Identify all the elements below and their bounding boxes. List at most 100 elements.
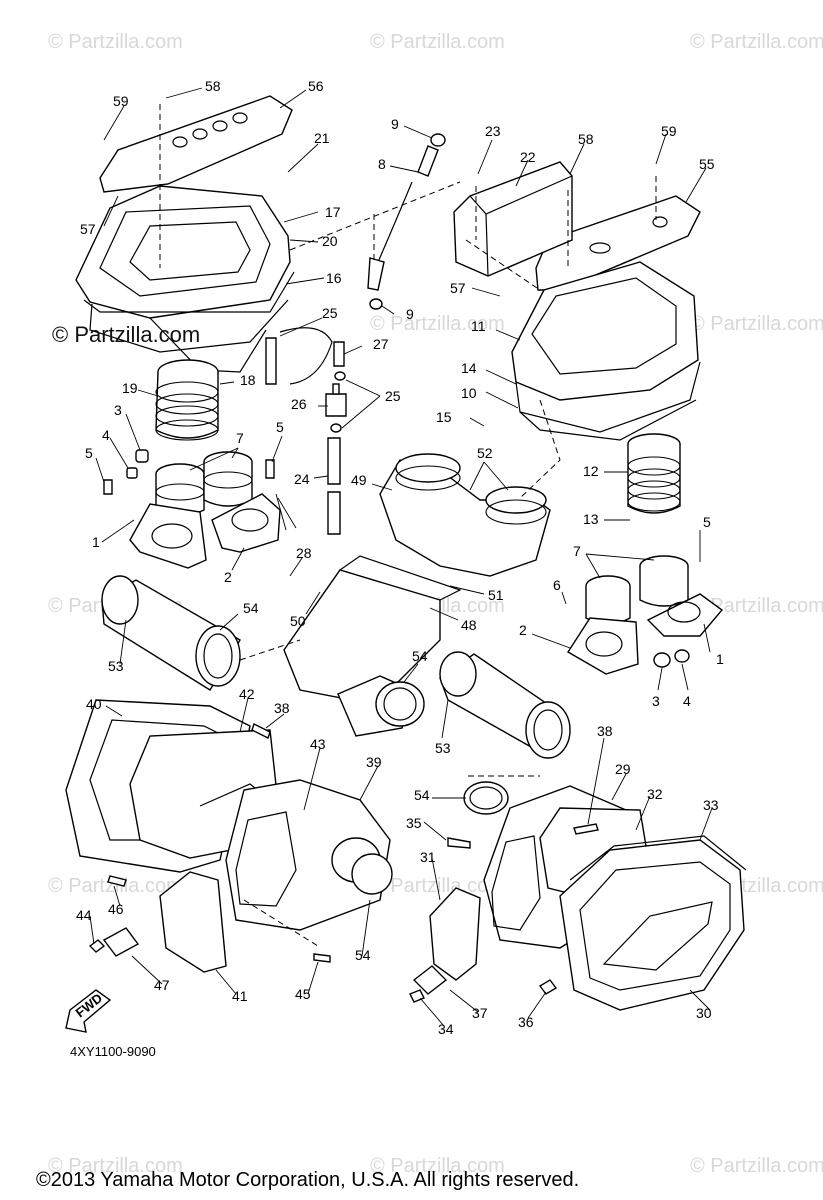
- watermark: © Partzilla.com: [690, 313, 823, 335]
- callout-label: 18: [240, 372, 256, 388]
- callout-label: 57: [80, 221, 96, 237]
- right-bracket-31: [429, 887, 481, 981]
- callout-label: 40: [86, 696, 102, 712]
- callout-label: 5: [703, 514, 711, 530]
- callout-label: 30: [696, 1005, 712, 1021]
- right-intake-boot: [627, 433, 681, 514]
- callout-label: 48: [461, 617, 477, 633]
- callout-label: 2: [519, 622, 527, 638]
- callout-label: 38: [597, 723, 613, 739]
- callout-label: 31: [420, 849, 436, 865]
- callout-label: 2: [224, 569, 232, 585]
- callout-label: 1: [92, 534, 100, 550]
- right-seal-54: [463, 781, 509, 815]
- callout-label: 4: [102, 427, 110, 443]
- watermark: © Partzilla.com: [690, 1155, 823, 1177]
- fwd-arrow-icon: FWD: [65, 989, 112, 1033]
- callout-label: 19: [122, 380, 138, 396]
- callout-label: 25: [385, 388, 401, 404]
- callout-labels: 59 58 56 21 17 20 16 57 9 8 23 22 58 59 …: [76, 78, 724, 1037]
- callout-label: 9: [391, 116, 399, 132]
- left-case-39: [225, 779, 393, 931]
- right-bolts: [409, 823, 599, 1003]
- callout-label: 44: [76, 907, 92, 923]
- partzilla-watermark: © Partzilla.com: [52, 322, 200, 347]
- callout-label: 35: [406, 815, 422, 831]
- callout-label: 51: [488, 587, 504, 603]
- left-manifold-2: [211, 493, 281, 553]
- left-tube-53: [101, 575, 241, 691]
- watermark: © Partzilla.com: [48, 31, 183, 53]
- callout-label: 23: [485, 123, 501, 139]
- callout-label: 3: [652, 693, 660, 709]
- callout-label: 16: [326, 270, 342, 286]
- callout-label: 9: [406, 306, 414, 322]
- copyright-notice: ©2013 Yamaha Motor Corporation, U.S.A. A…: [36, 1169, 579, 1191]
- callout-label: 5: [276, 419, 284, 435]
- callout-label: 17: [325, 204, 341, 220]
- callout-label: 29: [615, 761, 631, 777]
- watermark: © Partzilla.com: [48, 875, 183, 897]
- callout-label: 43: [310, 736, 326, 752]
- callout-label: 56: [308, 78, 324, 94]
- callout-label: 58: [205, 78, 221, 94]
- callout-label: 54: [414, 787, 430, 803]
- left-bracket-41: [159, 871, 227, 973]
- callout-label: 58: [578, 131, 594, 147]
- watermark: © Partzilla.com: [690, 595, 823, 617]
- callout-label: 46: [108, 901, 124, 917]
- callout-label: 8: [378, 156, 386, 172]
- left-small-parts: [103, 449, 275, 495]
- callout-label: 59: [113, 93, 129, 109]
- right-tube-53: [439, 651, 571, 759]
- assembly-lines: [159, 104, 657, 947]
- right-manifolds: [567, 593, 724, 675]
- callout-label: 45: [295, 986, 311, 1002]
- callout-label: 14: [461, 360, 477, 376]
- callout-label: 1: [716, 651, 724, 667]
- center-duct-48: [283, 555, 462, 737]
- callout-label: 59: [661, 123, 677, 139]
- callout-label: 28: [296, 545, 312, 561]
- watermark: © Partzilla.com: [48, 1155, 183, 1177]
- watermark: © Partzilla.com: [690, 31, 823, 53]
- callout-label: 4: [683, 693, 691, 709]
- callout-label: 53: [108, 658, 124, 674]
- callout-label: 7: [573, 543, 581, 559]
- callout-label: 50: [290, 613, 306, 629]
- leader-lines: [89, 87, 713, 1027]
- callout-label: 27: [373, 336, 389, 352]
- center-duct-49: [379, 453, 551, 577]
- callout-label: 52: [477, 445, 493, 461]
- callout-label: 20: [322, 233, 338, 249]
- callout-label: 36: [518, 1014, 534, 1030]
- callout-label: 11: [471, 318, 486, 334]
- left-bracket-56: [99, 95, 293, 193]
- breather-hose-assembly: [265, 133, 446, 535]
- callout-label: 47: [154, 977, 170, 993]
- right-cover-30: [559, 839, 745, 1011]
- callout-label: 57: [450, 280, 466, 296]
- callout-label: 7: [236, 430, 244, 446]
- left-airbox-cover: [75, 185, 291, 353]
- callout-label: 42: [239, 686, 255, 702]
- callout-label: 3: [114, 402, 122, 418]
- right-carb-joints: [585, 555, 689, 625]
- right-airbox-cover: [511, 261, 701, 441]
- callout-label: 12: [583, 463, 599, 479]
- left-intake-boot: [155, 359, 219, 441]
- diagram-code: 4XY1100-9090: [70, 1044, 156, 1059]
- callout-label: 26: [291, 396, 307, 412]
- callout-label: 34: [438, 1021, 454, 1037]
- callout-label: 54: [412, 648, 428, 664]
- callout-label: 54: [243, 600, 259, 616]
- right-filter-22: [453, 161, 573, 277]
- left-manifold-1: [129, 503, 207, 569]
- callout-label: 24: [294, 471, 310, 487]
- left-airbox-gasket: [83, 271, 295, 373]
- callout-label: 25: [322, 305, 338, 321]
- callout-label: 5: [85, 445, 93, 461]
- callout-label: 41: [232, 988, 248, 1004]
- watermark: © Partzilla.com: [370, 313, 505, 335]
- callout-label: 32: [647, 786, 663, 802]
